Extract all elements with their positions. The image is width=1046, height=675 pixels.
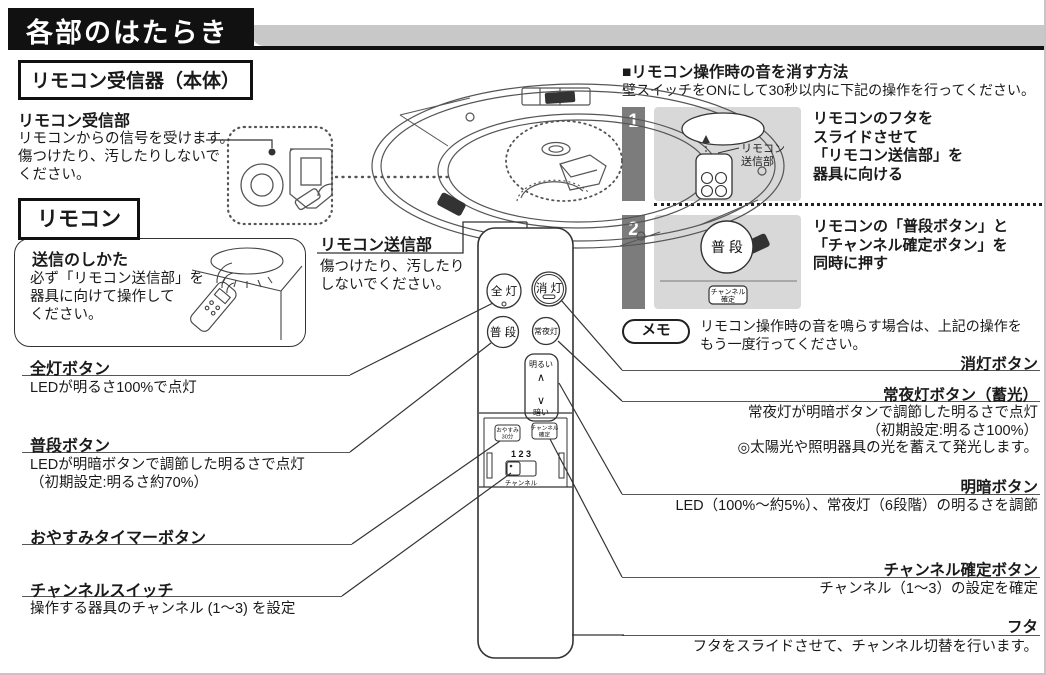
text-line: （初期設定:明るさ約70%） <box>30 475 209 491</box>
page-title: 各部のはたらき <box>26 18 229 48</box>
text-line: 器具に向ける <box>813 165 904 183</box>
remote-channel-numbers: 1 2 3 <box>511 449 531 459</box>
remote-rocker-up-icon: ∧ <box>537 372 545 384</box>
remote-button-all-on: 全 灯 <box>491 284 518 298</box>
callout-night-underline <box>622 401 1040 402</box>
mute-guide-subtitle: 壁スイッチをONにして30秒以内に下記の操作を行ってください。 <box>622 82 1036 98</box>
step2-figure-box <box>654 215 801 309</box>
callout-channel-switch-underline <box>22 596 342 597</box>
transmitter-desc: 傷つけたり、汚したり しないでください。 <box>320 258 464 294</box>
receiver-part-desc: リモコンからの信号を受けます。 傷つけたり、汚したりしないで ください。 <box>18 130 234 184</box>
leader-normal <box>349 342 492 453</box>
text-line: しないでください。 <box>320 277 451 293</box>
text-line: 送信部 <box>741 155 774 168</box>
memo-badge: メモ <box>622 319 690 344</box>
leader-channel-set <box>549 438 623 578</box>
receiver-section-label: リモコン受信器（本体） <box>18 60 254 100</box>
memo-text: リモコン操作時の音を鳴らす場合は、上記の操作を もう一度行ってください。 <box>700 317 1022 353</box>
step1-figure-label: リモコン 送信部 <box>741 143 785 168</box>
remote-illustration: 全 灯 消 灯 普 段 常夜灯 明るい ∧ ∨ 暗い おやすみ 30分 チャンネ… <box>477 222 574 659</box>
remote-channel-set-button-line2: 確定 <box>539 431 551 439</box>
remote-channel-set-button-line1: チャンネル <box>531 425 559 432</box>
text-line: リモコン操作時の音を鳴らす場合は、上記の操作を <box>700 318 1022 334</box>
step1-text: リモコンのフタを スライドさせて 「リモコン送信部」を 器具に向ける <box>813 110 963 184</box>
text-line: 傷つけたり、汚したりしないで <box>18 149 220 165</box>
text-line: リモコンのフタを <box>813 110 934 127</box>
title-banner-rule <box>8 46 1044 50</box>
remote-button-normal: 普 段 <box>490 325 517 339</box>
howto-send-desc: 必ず「リモコン送信部」を 器具に向けて操作して ください。 <box>30 270 204 324</box>
text-line: ください。 <box>18 167 91 183</box>
callout-all-on-title: 全灯ボタン <box>30 361 111 378</box>
callout-channel-set-title: チャンネル確定ボタン <box>883 562 1038 579</box>
callout-sleep-title: おやすみタイマーボタン <box>30 530 207 547</box>
text-line: 「リモコン送信部」を <box>813 147 964 164</box>
callout-sleep-underline <box>22 544 352 545</box>
callout-dim-underline <box>622 494 1040 495</box>
callout-normal-title: 普段ボタン <box>30 438 111 455</box>
text-line: 常夜灯が明暗ボタンで調節した明るさで点灯 <box>748 405 1038 421</box>
transmitter-title: リモコン送信部 <box>320 237 433 254</box>
remote-button-night: 常夜灯 <box>534 326 558 336</box>
leader-off <box>560 299 623 371</box>
leader-night <box>557 340 623 402</box>
howto-send-title: 送信のしかた <box>32 252 129 269</box>
title-banner-tab <box>252 25 1044 46</box>
text-line: LEDが明暗ボタンで調節した明るさで点灯 <box>30 457 305 473</box>
callout-dim-title: 明暗ボタン <box>960 479 1038 496</box>
callout-channel-set-underline <box>622 577 1040 578</box>
remote-rocker-dark-label: 暗い <box>533 407 549 417</box>
text-line: リモコンからの信号を受けます。 <box>18 131 235 147</box>
text-line: もう一度行ってください。 <box>700 336 867 352</box>
text-line: （初期設定:明るさ100%） <box>866 422 1038 439</box>
step2-number: 2 <box>622 215 645 309</box>
step-divider <box>654 203 1042 206</box>
text-line: 器具に向けて操作して <box>30 289 175 305</box>
leader-dim <box>558 382 623 495</box>
text-line: リモコンの「普段ボタン」と <box>813 218 1009 235</box>
callout-channel-switch-desc: 操作する器具のチャンネル (1～3) を設定 <box>30 601 296 617</box>
receiver-closeup-illustration <box>206 125 454 226</box>
remote-button-off: 消 灯 <box>536 281 563 295</box>
text-line: 必ず「リモコン送信部」を <box>30 271 204 287</box>
receiver-part-title: リモコン受信部 <box>18 113 131 130</box>
step2-text: リモコンの「普段ボタン」と 「チャンネル確定ボタン」を 同時に押す <box>813 218 1008 274</box>
callout-all-on-underline <box>22 375 350 376</box>
callout-normal-desc: LEDが明暗ボタンで調節した明るさで点灯 （初期設定:明るさ約70%） <box>30 456 305 492</box>
callout-all-on-desc: LEDが明るさ100%で点灯 <box>30 380 197 396</box>
title-banner <box>8 8 254 50</box>
callout-cover-underline <box>622 635 1040 636</box>
leader-all-on <box>349 302 494 376</box>
howto-send-box <box>14 238 306 347</box>
remote-sleep-button-line2: 30分 <box>502 433 514 441</box>
leader-channel-switch <box>341 472 512 597</box>
callout-leader-lines <box>341 299 624 636</box>
step1-number: 1 <box>622 107 645 201</box>
text-line: ◎太陽光や照明器具の光を蓄えて発光します。 <box>737 440 1038 456</box>
callout-night-desc: 常夜灯が明暗ボタンで調節した明るさで点灯 （初期設定:明るさ100%） ◎太陽光… <box>738 405 1038 458</box>
text-line: スライドさせて <box>813 128 919 146</box>
remote-rocker-bright-label: 明るい <box>529 360 553 369</box>
callout-cover-title: フタ <box>1006 619 1038 636</box>
text-line: ください。 <box>30 307 103 323</box>
callout-channel-switch-title: チャンネルスイッチ <box>30 583 174 600</box>
callout-dim-desc: LED（100%～約5%）、常夜灯（6段階）の明るさを調節 <box>675 498 1038 514</box>
remote-section-label: リモコン <box>18 198 140 240</box>
callout-night-title: 常夜灯ボタン（蓄光） <box>882 387 1038 404</box>
callout-off-title: 消灯ボタン <box>960 356 1038 373</box>
mute-guide-title: ■リモコン操作時の音を消す方法 <box>622 64 849 81</box>
text-line: リモコン <box>741 143 785 155</box>
callout-channel-set-desc: チャンネル（1～3）の設定を確定 <box>819 581 1038 597</box>
remote-sleep-button-line1: おやすみ <box>496 426 519 434</box>
text-line: 「チャンネル確定ボタン」を <box>813 236 1008 254</box>
remote-channel-slider-label: チャンネル <box>505 479 538 487</box>
callout-cover-desc: フタをスライドさせて、チャンネル切替を行います。 <box>692 639 1038 655</box>
text-line: 同時に押す <box>813 255 889 272</box>
callout-off-underline <box>622 370 1040 371</box>
callout-normal-underline <box>22 452 350 453</box>
text-line: 傷つけたり、汚したり <box>320 259 465 275</box>
remote-rocker-down-icon: ∨ <box>537 395 545 407</box>
leader-sleep <box>351 440 501 545</box>
